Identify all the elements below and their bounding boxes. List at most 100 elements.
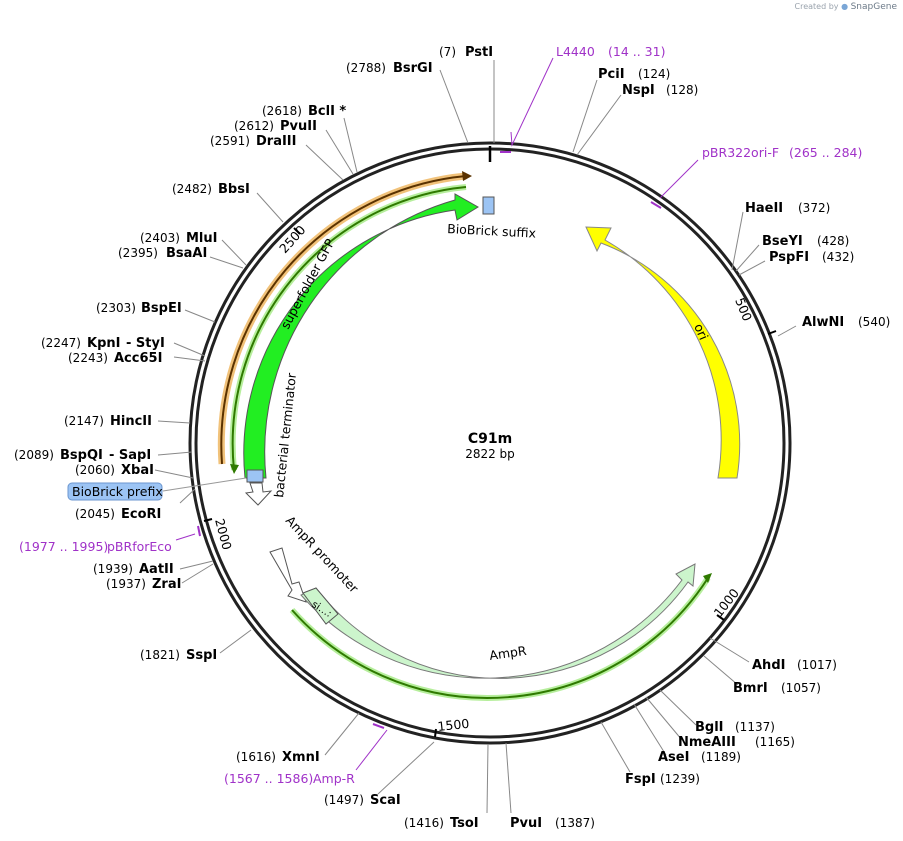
primer-l4440-range: (14 .. 31) xyxy=(608,44,665,59)
primer-amp-r-mark xyxy=(372,723,385,729)
site-kpni-name[interactable]: KpnI xyxy=(87,336,120,351)
ori-feature-arrow[interactable] xyxy=(585,226,741,479)
site-pspfi-position: (432) xyxy=(822,250,854,264)
site-nmeaiii-position: (1165) xyxy=(755,735,795,749)
site-pspfi-name[interactable]: PspFI xyxy=(769,250,809,265)
site-aatii-name[interactable]: AatII xyxy=(139,562,174,577)
site-bseyi-name[interactable]: BseYI xyxy=(762,234,803,249)
site-haeii-name[interactable]: HaeII xyxy=(745,201,783,216)
site-bbsi-name[interactable]: BbsI xyxy=(218,182,250,197)
site-hincii-name[interactable]: HincII xyxy=(110,414,152,429)
site-bspei-name[interactable]: BspEI xyxy=(141,301,182,316)
site-styi-name[interactable]: - StyI xyxy=(126,336,165,351)
site-haeii-position: (372) xyxy=(798,201,830,215)
site-xmni-name[interactable]: XmnI xyxy=(282,750,320,765)
site-bbsi-position: (2482) xyxy=(172,182,212,196)
primer-pbr322ori-f-name: pBR322ori-F xyxy=(702,145,779,160)
site-xbai-position: (2060) xyxy=(75,463,115,477)
snapgene-logo-icon: ● xyxy=(841,2,849,11)
primer-amp-r-range: (1567 .. 1586) xyxy=(224,771,313,786)
biobrick-prefix-box[interactable] xyxy=(246,469,264,483)
ampr-orf-arrowhead xyxy=(703,573,712,583)
biobrick-suffix-box[interactable] xyxy=(482,196,495,215)
site-alwni-position: (540) xyxy=(858,315,890,329)
site-ahdi-position: (1017) xyxy=(797,658,837,672)
tick-label-1500: 1500 xyxy=(437,716,470,734)
ampr-feature-arrow[interactable] xyxy=(300,563,696,679)
primer-l4440-name: L4440 xyxy=(556,44,595,59)
site-pvui-position: (1387) xyxy=(555,816,595,830)
site-bmri-name[interactable]: BmrI xyxy=(733,681,768,696)
primer-l4440-leader xyxy=(510,57,554,147)
site-zrai-name[interactable]: ZraI xyxy=(152,577,181,592)
site-pvui-name[interactable]: PvuI xyxy=(510,816,542,831)
site-bmri-position: (1057) xyxy=(781,681,821,695)
site-psti-name[interactable]: PstI xyxy=(465,45,493,60)
site-scai-position: (1497) xyxy=(324,793,364,807)
site-bcli-name[interactable]: BclI * xyxy=(308,104,346,119)
site-scai-name[interactable]: ScaI xyxy=(370,793,401,808)
ampr-orf-inner-line xyxy=(291,577,709,699)
signal-sequence-box[interactable] xyxy=(302,587,339,625)
created-by-text: Created by xyxy=(794,2,839,11)
backbone-outer-ring xyxy=(188,141,792,745)
site-pvuii-position: (2612) xyxy=(234,119,274,133)
site-bcli-position: (2618) xyxy=(262,104,302,118)
snapgene-brand-name: SnapGene xyxy=(850,2,897,12)
site-bspqi-name[interactable]: BspQI xyxy=(60,448,103,463)
site-ecori-name[interactable]: EcoRI xyxy=(121,507,161,522)
primer-amp-r-leader xyxy=(355,729,388,771)
tick-2000 xyxy=(203,518,213,522)
site-tsoi-position: (1416) xyxy=(404,816,444,830)
site-aatii-position: (1939) xyxy=(93,562,133,576)
green-orf-arc xyxy=(229,184,467,471)
site-mlui-position: (2403) xyxy=(140,231,180,245)
site-bgli-position: (1137) xyxy=(735,720,775,734)
site-asei-name[interactable]: AseI xyxy=(658,750,689,765)
primer-pbrforeco-range: (1977 .. 1995) xyxy=(19,539,108,554)
biobrick-prefix-tag[interactable] xyxy=(67,482,163,501)
biobrick-suffix-label: BioBrick suffix xyxy=(447,221,537,241)
site-xbai-name[interactable]: XbaI xyxy=(121,463,154,478)
site-bgli-name[interactable]: BglI xyxy=(695,720,724,735)
site-acc65i-position: (2243) xyxy=(68,351,108,365)
plasmid-length: 2822 bp xyxy=(465,447,515,461)
site-kpni-position: (2247) xyxy=(41,336,81,350)
site-tsoi-name[interactable]: TsoI xyxy=(450,816,479,831)
biobrick-prefix-label: BioBrick prefix xyxy=(72,484,163,499)
tick-500 xyxy=(767,330,777,335)
site-bspqi-position: (2089) xyxy=(14,448,54,462)
site-acc65i-name[interactable]: Acc65I xyxy=(114,351,162,366)
tick-1500 xyxy=(434,728,437,738)
site-nspi-name[interactable]: NspI xyxy=(622,83,655,98)
bacterial-terminator-label: bacterial terminator xyxy=(271,371,299,498)
snapgene-branding: Created by ● SnapGene xyxy=(795,2,898,12)
site-ahdi-name[interactable]: AhdI xyxy=(752,658,785,673)
site-sapi-name[interactable]: - SapI xyxy=(109,448,151,463)
site-bsrgi-name[interactable]: BsrGI xyxy=(393,61,433,76)
site-pcii-name[interactable]: PciI xyxy=(598,67,625,82)
site-pvuii-name[interactable]: PvuII xyxy=(280,119,317,134)
site-mlui-name[interactable]: MluI xyxy=(186,231,217,246)
orange-orf-inner-line xyxy=(220,175,467,465)
site-psti-position: (7) xyxy=(439,45,456,59)
site-bseyi-position: (428) xyxy=(817,234,849,248)
site-xmni-position: (1616) xyxy=(236,750,276,764)
site-ecori-position: (2045) xyxy=(75,507,115,521)
ampr-promoter-arrow[interactable] xyxy=(269,547,307,603)
site-nmeaiii-name[interactable]: NmeAIII xyxy=(678,735,736,750)
site-fspi-name[interactable]: FspI xyxy=(625,772,656,787)
site-leader-lines xyxy=(154,60,797,814)
site-zrai-position: (1937) xyxy=(106,577,146,591)
bacterial-terminator-arrow[interactable] xyxy=(244,482,273,506)
site-alwni-name[interactable]: AlwNI xyxy=(802,315,844,330)
site-sspi-name[interactable]: SspI xyxy=(186,648,217,663)
green-orf-arrowhead xyxy=(230,464,239,474)
primer-pbr322ori-f-range: (265 .. 284) xyxy=(789,145,862,160)
superfolder-gfp-feature-arrow[interactable] xyxy=(243,193,479,479)
site-bsaai-name[interactable]: BsaAI xyxy=(166,246,207,261)
primer-pbrforeco-name: pBRforEco xyxy=(107,539,172,554)
site-draiii-name[interactable]: DraIII xyxy=(256,134,297,149)
primer-pbr322ori-f-leader xyxy=(659,159,699,199)
